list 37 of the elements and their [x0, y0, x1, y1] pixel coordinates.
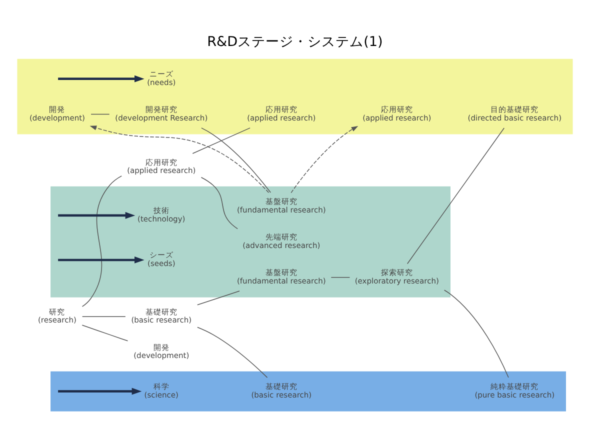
node-text: 目的基礎研究 (directed basic research): [468, 104, 562, 122]
diagram-title: R&Dステージ・システム(1): [207, 33, 383, 50]
node-text: シーズ (seeds): [148, 250, 176, 268]
arrow: [58, 212, 136, 218]
connector: [330, 276, 350, 278]
node-text: ニーズ (needs): [147, 69, 176, 86]
node-text: 探索研究 (exploratory research): [354, 268, 439, 285]
arrow: [90, 125, 270, 192]
node-text: 研究 (research): [38, 306, 76, 324]
arrow: [58, 74, 144, 82]
connector: [82, 324, 128, 341]
node-text: 開発 (development): [134, 342, 190, 360]
node-text: 基盤研究 (fundamental research): [236, 196, 326, 214]
node-text: 開発 (development): [29, 104, 86, 122]
cluster: [50, 186, 450, 297]
connector: [200, 176, 238, 229]
node-text: 開発研究 (development Research): [115, 104, 208, 122]
node-text: 科学 (science): [144, 382, 179, 399]
node-text: 純粋基礎研究 (pure basic research): [474, 382, 555, 399]
connector: [90, 113, 110, 114]
cluster: [17, 58, 573, 134]
connector: [197, 290, 240, 305]
connector: [201, 127, 271, 192]
node-text: 応用研究 (applied research): [362, 104, 432, 122]
node-text: 技術 (technology): [138, 206, 186, 223]
node-text: 先端研究 (advanced research): [242, 232, 320, 250]
arrow: [290, 126, 358, 193]
connector: [82, 175, 122, 306]
node-text: 基礎研究 (basic research): [251, 382, 312, 399]
connector: [192, 127, 250, 154]
arrow: [58, 387, 142, 394]
node-text: 基礎研究 (basic research): [131, 306, 192, 324]
node-text: 応用研究 (applied research): [127, 157, 196, 175]
cluster: [50, 370, 566, 411]
arrow: [58, 256, 144, 263]
node-text: 応用研究 (applied research): [247, 104, 316, 122]
node-text: 基盤研究 (fundamental research): [236, 268, 326, 285]
